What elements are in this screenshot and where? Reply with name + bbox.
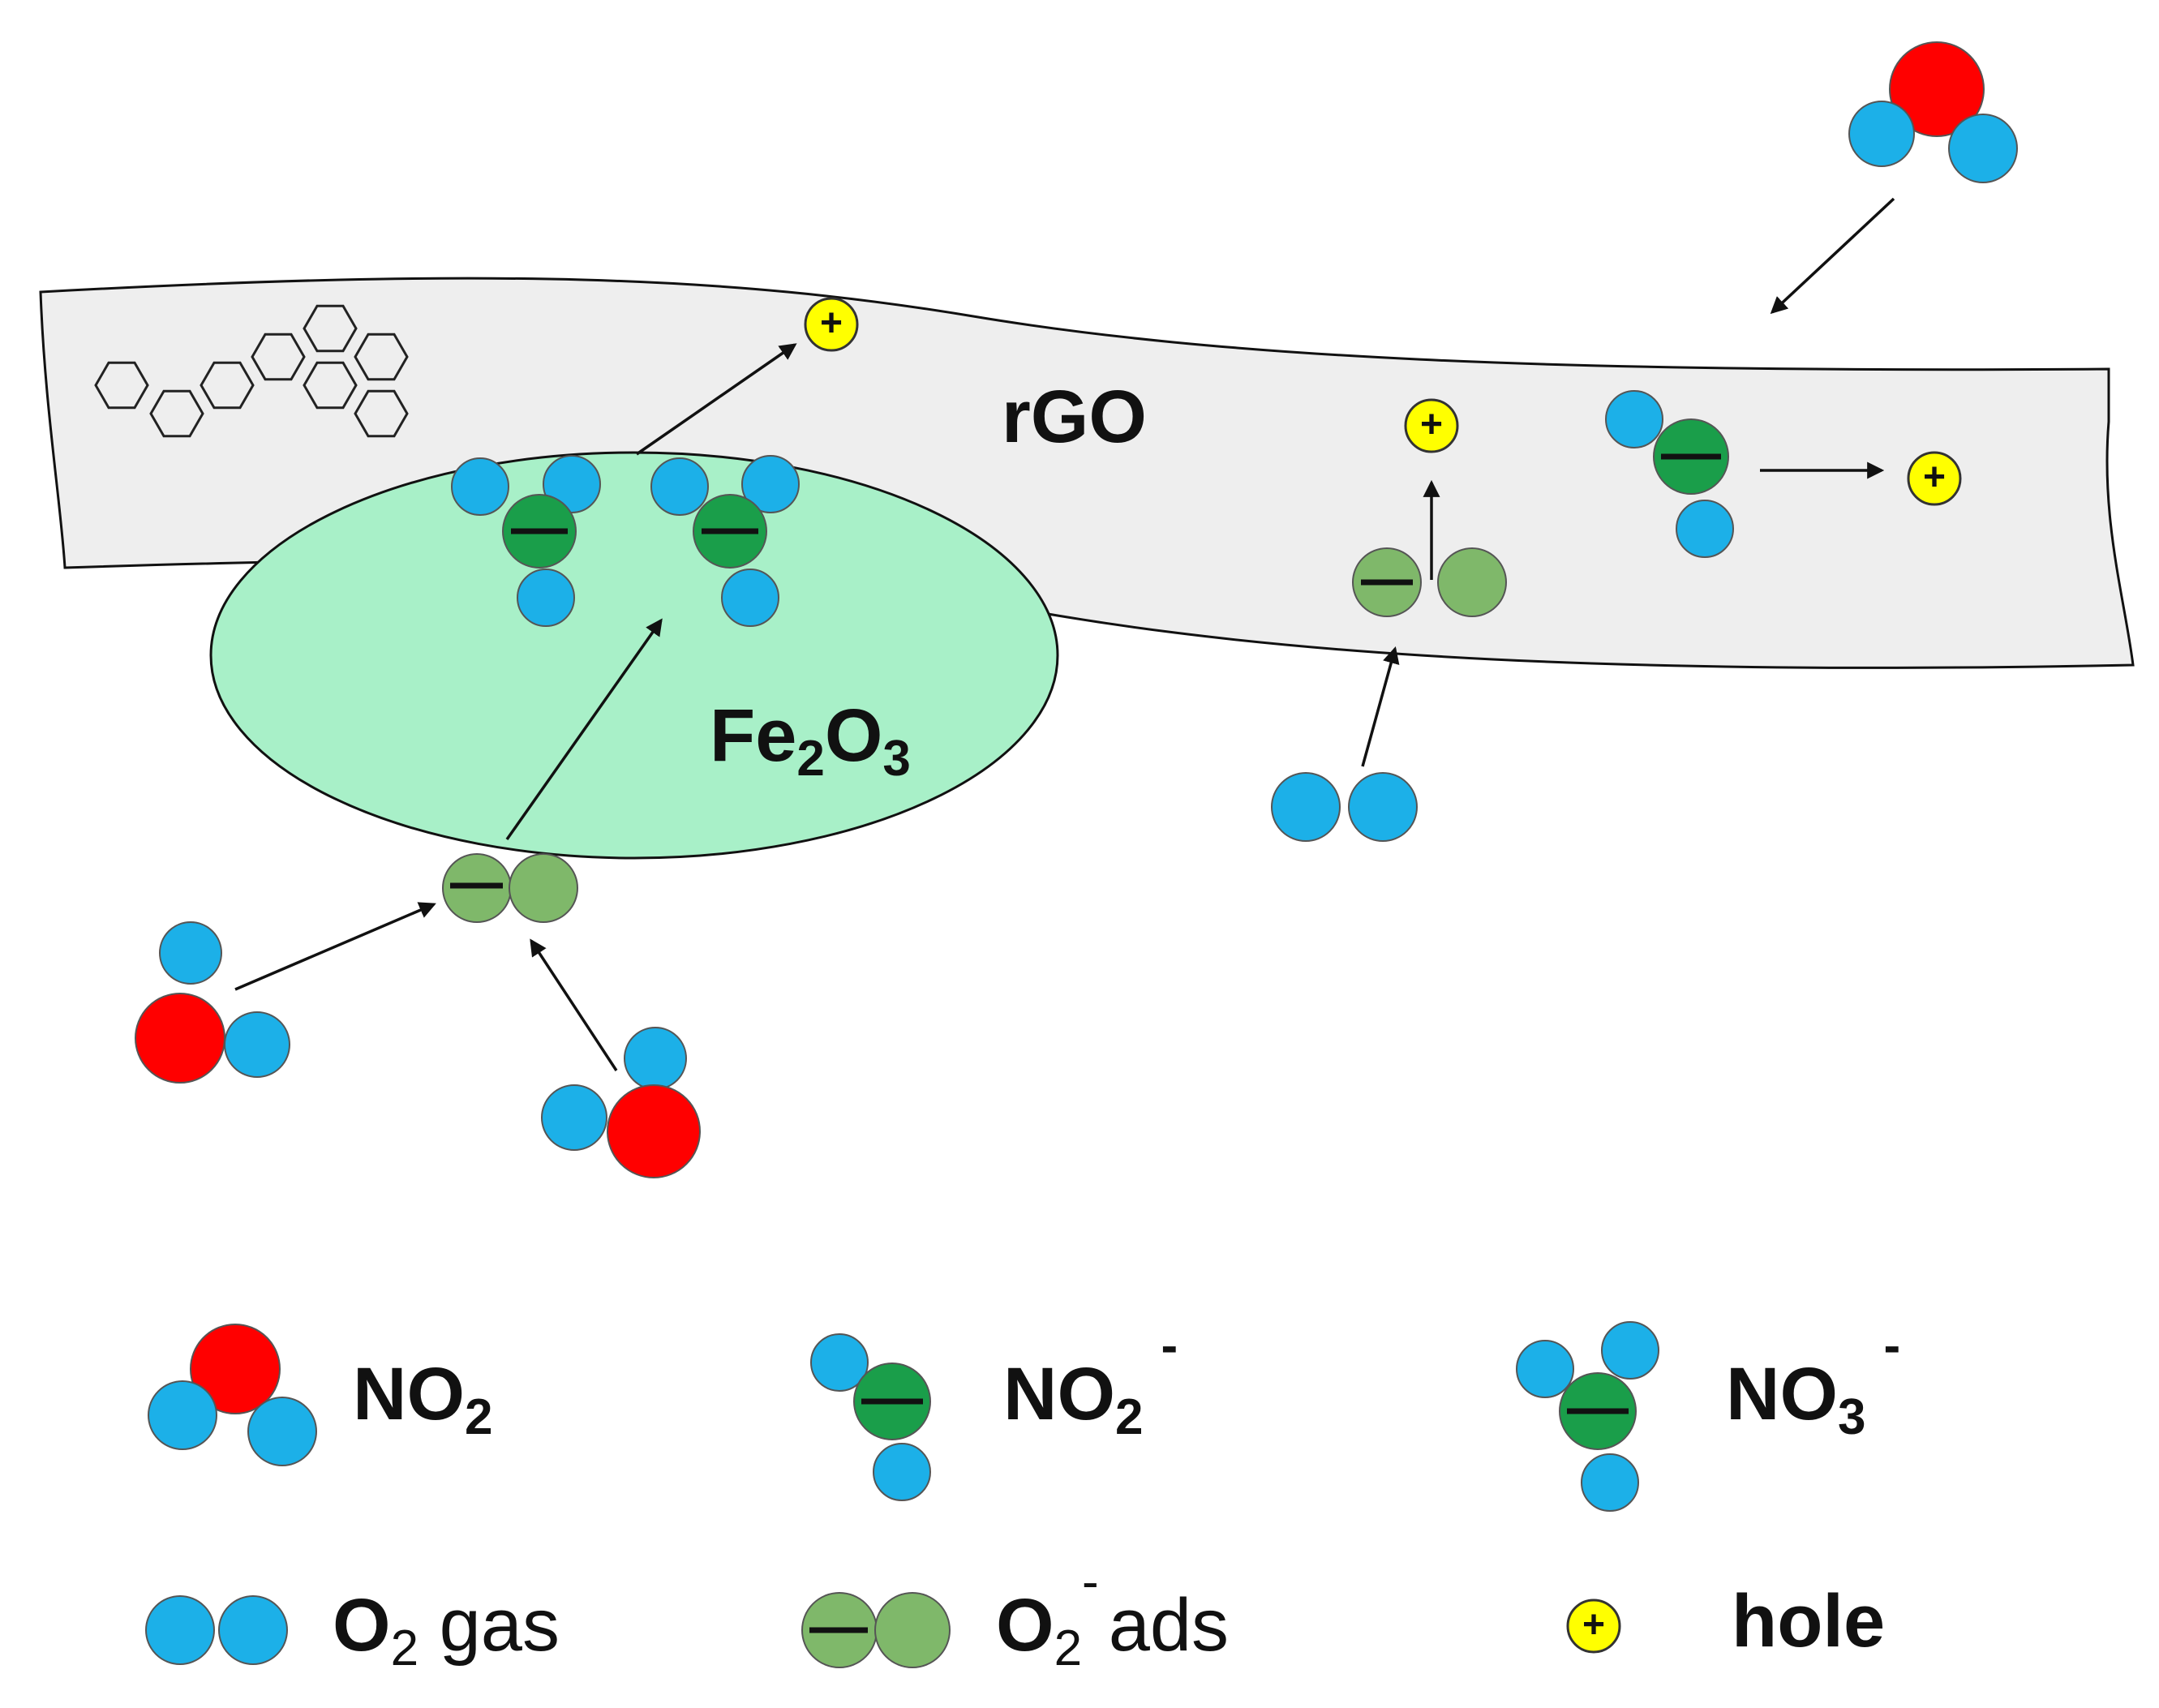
molecule-no2-left	[135, 921, 290, 1084]
graphene-hexagon	[251, 333, 306, 381]
oxygen-atom-icon	[624, 1027, 687, 1090]
hole-top: +	[804, 297, 859, 352]
oxygen-atom-icon	[541, 1084, 607, 1151]
arrow-no2-to-ads	[234, 902, 436, 991]
molecule-o2-ads-left	[442, 853, 578, 923]
arrow-o2-to-ads	[1361, 646, 1400, 767]
arrow-ads-to-nitrate	[505, 618, 663, 841]
oxygen-atom-icon	[1948, 114, 2018, 183]
oxygen-atom-icon	[1676, 500, 1734, 558]
arrow-incoming-no2	[1770, 197, 1895, 315]
legend-no2-ion-label: NO2-	[1003, 1318, 1178, 1445]
oxygen-atom-icon	[721, 569, 779, 627]
graphene-hexagon	[149, 389, 204, 438]
oxygen-atom-icon	[451, 457, 509, 516]
oxygen-ads-icon	[1437, 547, 1507, 617]
graphene-hexagon	[303, 361, 358, 410]
legend-hole-label: hole	[1732, 1580, 1885, 1663]
molecule-no2-ion-right	[1605, 390, 1734, 558]
molecule-no3-ion-2	[650, 455, 800, 627]
hole-middle: +	[1404, 398, 1459, 453]
graphene-hexagon	[200, 361, 255, 410]
graphene-lattice-icon	[94, 304, 409, 438]
graphene-hexagon	[354, 333, 409, 381]
hole-right: +	[1907, 451, 1962, 506]
oxygen-atom-icon	[543, 455, 601, 513]
legend-o2-gas-label: O2 gas	[333, 1584, 560, 1676]
graphene-hexagon	[94, 361, 149, 410]
oxygen-atom-icon	[1348, 772, 1418, 842]
oxygen-atom-icon	[1271, 772, 1341, 842]
oxygen-atom-icon	[741, 455, 800, 513]
molecule-o2-gas-middle	[1271, 772, 1418, 842]
molecule-no2-incoming	[1848, 41, 2018, 183]
molecule-o2-ads-right	[1352, 547, 1507, 617]
nitrogen-atom-icon	[1889, 41, 1985, 137]
plus-sign: +	[820, 302, 843, 345]
reaction-arrows	[234, 197, 1895, 1071]
oxygen-atom-icon	[224, 1011, 290, 1078]
arrow-nitrate-to-hole	[636, 343, 797, 456]
arrow-no2-up-to-ads	[530, 938, 618, 1071]
legend: NO2 NO2- NO3- O2 gas O	[145, 1318, 1900, 1676]
nitrogen-atom-icon	[607, 1084, 701, 1178]
legend-hole-icon: +	[1566, 1599, 1621, 1654]
svg-text:+: +	[1582, 1603, 1605, 1646]
legend-no2-label: NO2	[353, 1353, 492, 1445]
legend-o2-ads-label: O2-ads	[996, 1554, 1229, 1676]
plus-sign: +	[1420, 403, 1443, 446]
oxygen-atom-icon	[1848, 101, 1915, 167]
molecule-no3-ion-1	[451, 455, 601, 627]
molecule-no2-bottom	[541, 1027, 701, 1178]
legend-no2-ion-icon	[810, 1333, 931, 1501]
hole-icon	[1404, 398, 1459, 453]
oxygen-atom-icon	[650, 457, 709, 516]
legend-no2-icon	[148, 1324, 317, 1466]
oxygen-atom-icon	[1605, 390, 1663, 448]
graphene-hexagon	[354, 389, 409, 438]
fe2o3-label: Fe2O3	[710, 694, 911, 787]
legend-o2-gas-icon	[145, 1595, 288, 1665]
oxygen-atom-icon	[159, 921, 222, 985]
hole-icon	[804, 297, 859, 352]
legend-o2-ads-icon	[801, 1592, 951, 1668]
rgo-label: rGO	[1002, 376, 1147, 458]
nitrogen-atom-icon	[135, 993, 225, 1084]
legend-no3-ion-icon	[1516, 1321, 1659, 1512]
oxygen-atom-icon	[517, 569, 575, 627]
plus-sign: +	[1923, 456, 1946, 499]
legend-no3-ion-label: NO3-	[1726, 1318, 1900, 1445]
hole-icon	[1907, 451, 1962, 506]
oxygen-ads-icon	[509, 853, 578, 923]
fe2o3-particle	[209, 451, 1059, 860]
graphene-hexagon	[303, 304, 358, 353]
